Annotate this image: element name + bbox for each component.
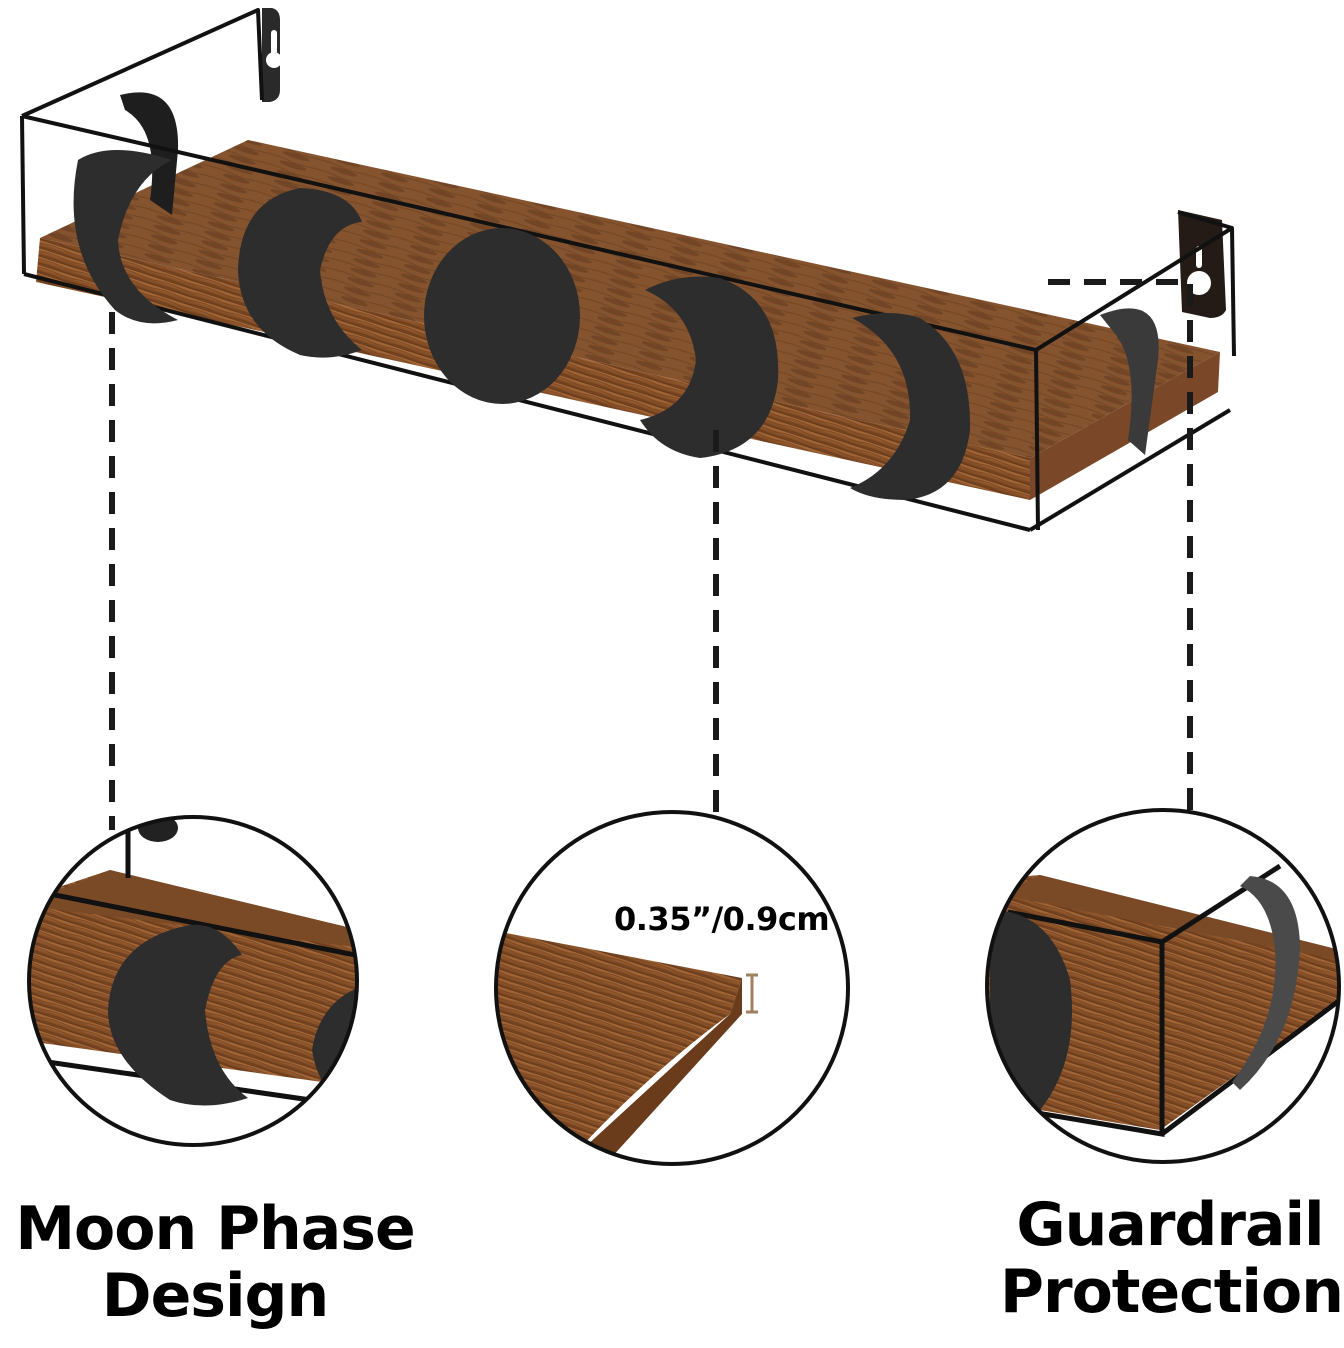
moon-phase-design-caption: Moon Phase Design <box>10 1194 420 1332</box>
leader-line-guardrail <box>1048 279 1193 820</box>
moon-crescent-2-icon <box>850 313 971 500</box>
moon-gibbous-2-icon <box>640 276 779 458</box>
caption-line-1: Guardrail <box>1016 1190 1324 1260</box>
callout-circle-guardrail <box>985 808 1341 1164</box>
moon-phase-shapes <box>73 150 971 500</box>
callout-leader-lines <box>109 279 1193 830</box>
thickness-dimension-label: 0.35”/0.9cm <box>614 900 830 938</box>
board-edge-detail <box>496 930 742 1164</box>
caption-line-2: Design <box>101 1261 329 1332</box>
guardrail-protection-caption: Guardrail Protection <box>1000 1190 1344 1328</box>
moon-crescent-1-icon <box>73 150 178 324</box>
callout-circle-moon-phase <box>27 815 359 1147</box>
thickness-marker-icon <box>746 973 758 1014</box>
moon-gibbous-1-icon <box>238 188 362 358</box>
caption-line-2: Protection <box>1000 1257 1344 1328</box>
moon-crescent-detail-icon <box>108 924 248 1106</box>
moon-shape-detail-icon <box>990 910 1072 1110</box>
main-shelf <box>20 8 1236 532</box>
caption-line-1: Moon Phase <box>15 1194 415 1264</box>
callout-circle-thickness <box>494 810 850 1166</box>
moon-full-icon <box>424 228 580 404</box>
